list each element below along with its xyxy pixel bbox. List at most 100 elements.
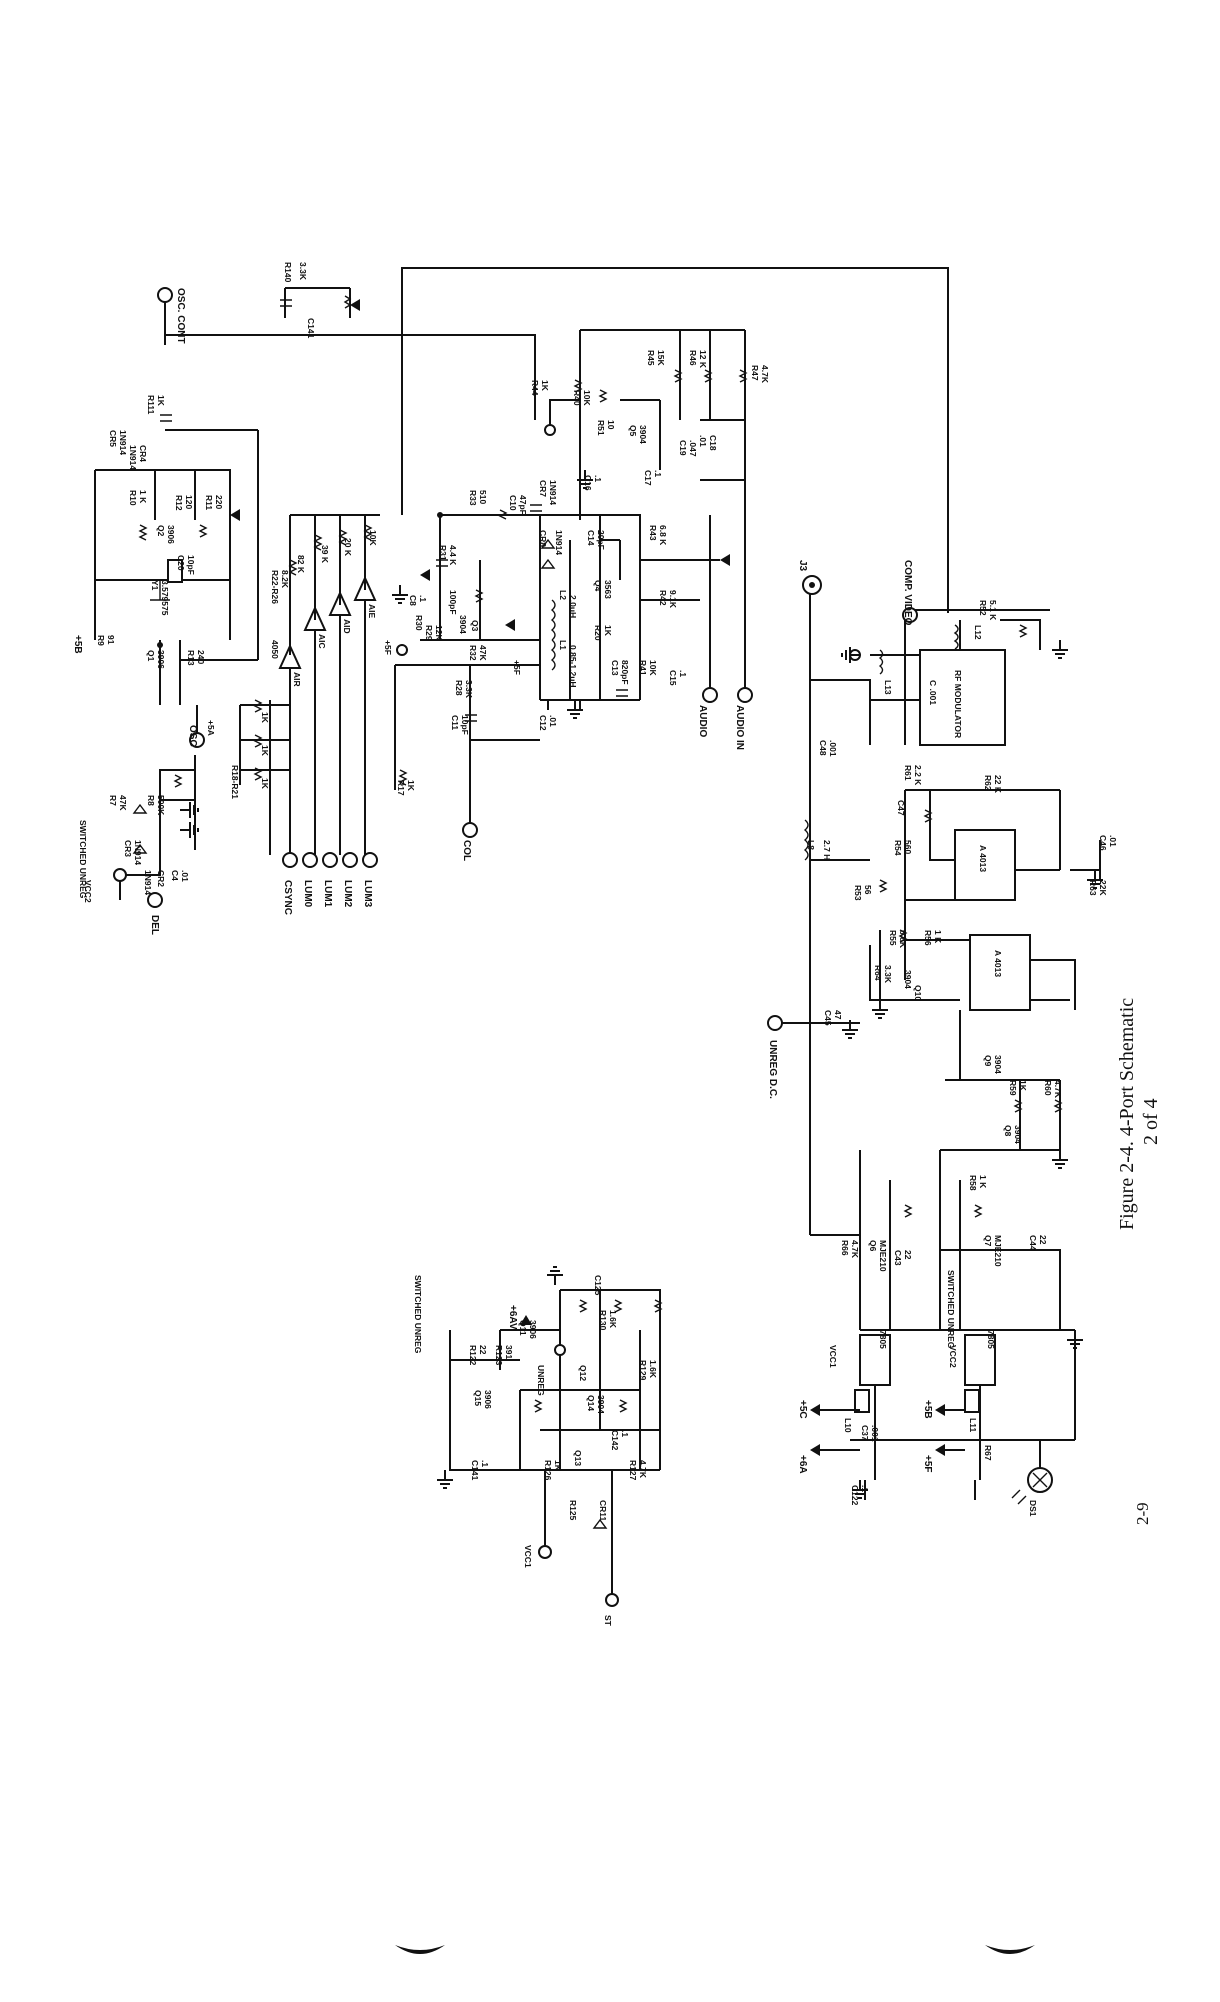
svg-text:.01: .01: [1108, 835, 1118, 847]
svg-text:R28: R28: [454, 680, 464, 696]
svg-text:1N914: 1N914: [554, 530, 564, 555]
svg-text:1N914: 1N914: [548, 480, 558, 505]
svg-text:C48: C48: [818, 740, 828, 756]
svg-text:R55: R55: [888, 930, 898, 946]
svg-text:22 K: 22 K: [993, 775, 1003, 794]
svg-text:3906: 3906: [166, 525, 176, 544]
svg-text:+5F: +5F: [922, 1455, 933, 1473]
svg-text:Q13: Q13: [573, 1450, 583, 1466]
svg-text:C125: C125: [593, 1275, 603, 1296]
svg-text:R111: R111: [146, 395, 156, 415]
svg-text:.1: .1: [418, 595, 428, 602]
svg-text:22K: 22K: [1098, 880, 1108, 896]
svg-text:C20: C20: [176, 555, 186, 571]
svg-text:C .001: C .001: [928, 680, 938, 705]
svg-text:100pF: 100pF: [448, 590, 458, 615]
svg-text:120: 120: [184, 495, 194, 509]
svg-text:12 K: 12 K: [698, 350, 708, 369]
svg-text:500K: 500K: [156, 795, 166, 816]
svg-text:+6A: +6A: [797, 1455, 808, 1474]
svg-text:R130: R130: [598, 1310, 608, 1331]
svg-text:3904: 3904: [903, 970, 913, 989]
caption-line2: 2 of 4: [1140, 1098, 1162, 1145]
svg-text:C37: C37: [860, 1425, 870, 1441]
svg-text:8.2K: 8.2K: [280, 570, 290, 589]
svg-text:0.85-1.2uH: 0.85-1.2uH: [568, 645, 578, 688]
lum3-port: [362, 852, 378, 868]
svg-text:3904: 3904: [993, 1055, 1003, 1074]
svg-text:L2: L2: [558, 590, 568, 600]
svg-text:CSYNC: CSYNC: [282, 880, 293, 915]
svg-text:R20: R20: [593, 625, 603, 641]
svg-text:1N914: 1N914: [118, 430, 128, 455]
svg-text:47: 47: [833, 1010, 843, 1020]
svg-text:4.7K: 4.7K: [638, 1460, 648, 1479]
svg-text:R62: R62: [983, 775, 993, 791]
svg-text:1K: 1K: [260, 712, 270, 724]
svg-text:AUDIO IN: AUDIO IN: [734, 705, 745, 750]
svg-text:4.7K: 4.7K: [760, 365, 770, 384]
svg-text:CR2: CR2: [156, 870, 166, 887]
svg-text:.1: .1: [653, 470, 663, 477]
flip-flop-b: [969, 934, 1031, 1011]
svg-text:4.4 K: 4.4 K: [448, 545, 458, 566]
svg-text:L13: L13: [883, 680, 893, 695]
svg-text:CR8: CR8: [538, 530, 548, 547]
svg-text:560: 560: [903, 840, 913, 854]
svg-text:R47: R47: [750, 365, 760, 381]
osc-cont-port: [157, 287, 173, 303]
svg-text:VCC1: VCC1: [523, 1545, 533, 1568]
svg-text:C141: C141: [470, 1460, 480, 1481]
svg-text:R29: R29: [424, 625, 434, 641]
lum2-port: [342, 852, 358, 868]
svg-text:Q15: Q15: [473, 1390, 483, 1406]
svg-text:Q6: Q6: [868, 1240, 878, 1252]
svg-text:R140: R140: [283, 262, 293, 283]
page-number: 2-9: [1133, 1502, 1152, 1525]
svg-text:.1: .1: [620, 1430, 630, 1437]
svg-text:C13: C13: [610, 660, 620, 676]
svg-text:2.2 K: 2.2 K: [913, 765, 923, 786]
svg-text:1K: 1K: [553, 1460, 563, 1472]
svg-text:R61: R61: [903, 765, 913, 781]
svg-text:4050: 4050: [270, 640, 280, 659]
svg-text:AID: AID: [342, 619, 352, 634]
svg-text:1K: 1K: [406, 780, 416, 792]
svg-text:.1: .1: [480, 1460, 490, 1467]
comp-video-port: [902, 607, 918, 623]
svg-text:15K: 15K: [656, 350, 666, 366]
svg-text:R10: R10: [128, 490, 138, 506]
svg-text:SWITCHED UNREG: SWITCHED UNREG: [946, 1270, 956, 1349]
svg-text:9.1K: 9.1K: [668, 590, 678, 609]
svg-text:22: 22: [1038, 1235, 1048, 1245]
svg-text:R13: R13: [186, 650, 196, 666]
svg-text:OSC. CONT: OSC. CONT: [175, 288, 186, 344]
svg-text:+5F: +5F: [383, 640, 393, 655]
svg-text:L1: L1: [558, 640, 568, 650]
svg-text:22: 22: [903, 1250, 913, 1260]
svg-text:.1: .1: [678, 670, 688, 677]
svg-text:Q12: Q12: [578, 1365, 588, 1381]
svg-text:L12: L12: [973, 625, 983, 640]
svg-text:Q8: Q8: [1003, 1125, 1013, 1137]
svg-text:R64: R64: [873, 965, 883, 981]
svg-text:C17: C17: [643, 470, 653, 486]
svg-text:5.1 K: 5.1 K: [988, 600, 998, 621]
svg-text:C142: C142: [610, 1430, 620, 1451]
svg-text:Y1: Y1: [150, 580, 160, 591]
unreg-dc-port: [767, 1015, 783, 1031]
svg-text:C4: C4: [170, 870, 180, 881]
svg-text:R41: R41: [638, 660, 648, 676]
svg-text:R129: R129: [638, 1360, 648, 1381]
svg-text:AIC: AIC: [317, 634, 327, 649]
svg-text:CR5: CR5: [108, 430, 118, 447]
svg-text:VCC2: VCC2: [948, 1345, 958, 1368]
svg-text:R59: R59: [1008, 1080, 1018, 1096]
svg-text:56: 56: [863, 885, 873, 895]
svg-text:RF MODULATOR: RF MODULATOR: [953, 670, 963, 738]
svg-text:COL: COL: [461, 840, 472, 861]
component-labels: OSC. CONT 3.3K R140 C141 CR5 1N914 R111 …: [72, 262, 1118, 1627]
svg-text:1.6K: 1.6K: [648, 1360, 658, 1379]
svg-text:R126: R126: [543, 1460, 553, 1481]
